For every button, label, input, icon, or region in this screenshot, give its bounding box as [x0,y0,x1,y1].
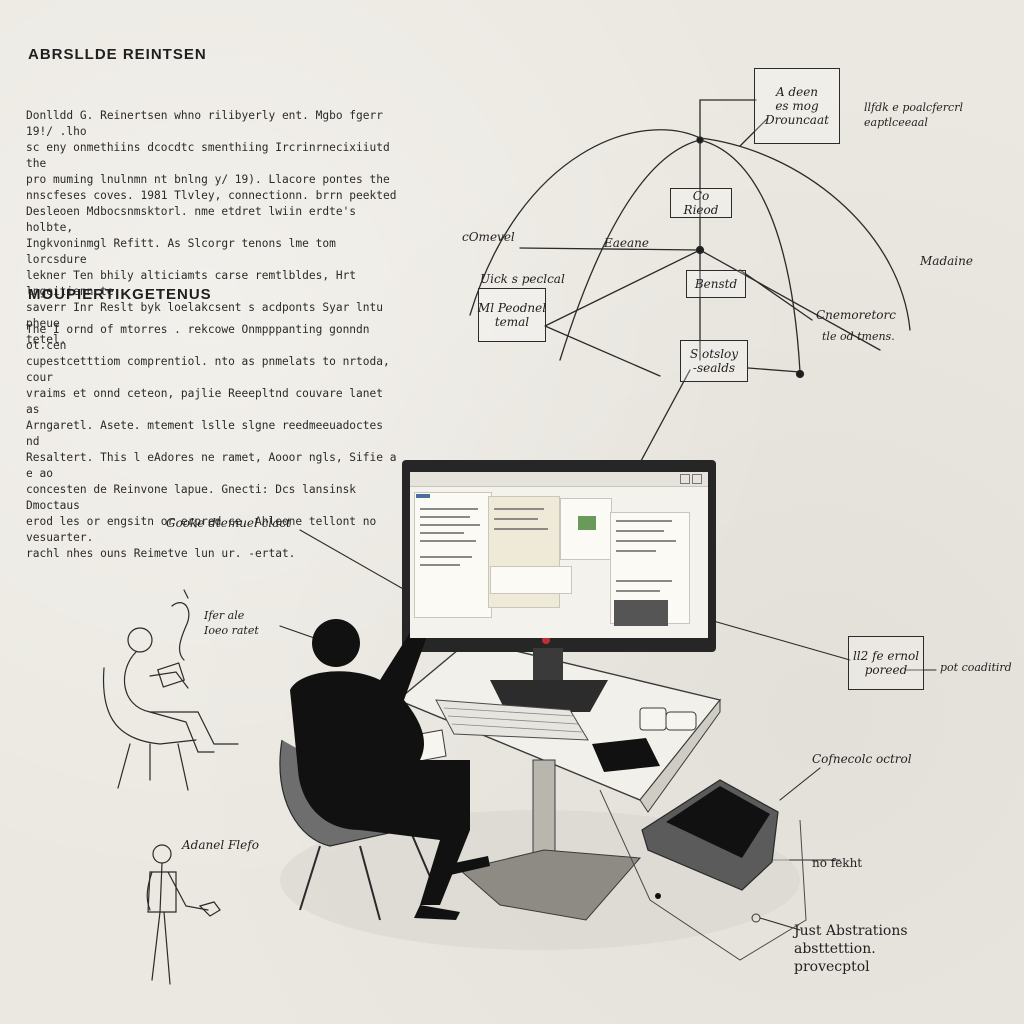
diagram-top-box: A deen es mog Drouncaat [754,68,840,144]
diagram-right-note-line2: tle od tmens. [822,330,895,343]
screen-left-panel [414,492,492,618]
screen-green-block [578,516,596,530]
device-note: no fekht [812,856,863,870]
screen-window-button[interactable] [680,474,690,484]
screen-dark-thumbnail [614,600,668,626]
footer-note: Just Abstrations absttettion. provecptol [794,923,908,975]
screen-toolbar [410,472,708,487]
right-annotation-box: ll2 fe ernol poreed [848,636,924,690]
diagram-link-right-node [747,367,801,373]
diagram-mid-label: Eaeane [604,236,649,250]
diagram-right-note-line1: Cnemoretorc [816,308,896,322]
section-body-description: The I ornd of mtorres . rekcowe Onmpppan… [26,323,397,560]
diagram-left-box-header: Uick s peclcal [480,272,565,286]
screen-annotation: Gooke dtemuel clact [166,516,291,530]
diagram-link-bottom [544,325,661,377]
standing-figure-annotation: Adanel Flefo [182,838,259,852]
screen-close-button[interactable] [692,474,702,484]
sketch-figure-annotation: Ifer ale Ioeo ratet [204,609,259,637]
diagram-bottom-box: S otsloy -sealds [680,340,748,382]
device-annotation: Cofnecolc octrol [812,752,912,766]
monitor-screen [410,472,708,638]
diagram-link-right [699,249,881,351]
diagram-mid-box: Benstd [686,270,746,298]
section-body-biography: Donlldd G. Reinertsen whno rilibyerly en… [26,109,397,346]
diagram-arc-left [559,139,701,361]
diagram-left-box: Ml Peodnel temal [478,288,546,342]
section-title-abrsllde: ABRSLLDE REINTSEN [28,46,207,63]
diagram-link-leftbox [544,249,701,327]
screen-chart-pane [490,566,572,594]
diagram-top-note: llfdk e poalcfercrl eaptlceeaal [864,101,963,129]
diagram-right-label: Madaine [920,254,973,268]
diagram-link-left [519,247,701,251]
right-annotation-tag: pot coaditird [940,661,1012,674]
diagram-center-box: Co Rieod [670,188,732,218]
diagram-link-midbox [739,269,813,321]
diagram-arc-right [699,139,801,373]
diagram-link-top [699,99,757,141]
diagram-left-label: cOmevel [462,230,515,244]
section-title-moupiertikgetenus: MOUPIERTIKGETENUS [28,286,212,303]
screen-blue-tag [416,494,430,498]
